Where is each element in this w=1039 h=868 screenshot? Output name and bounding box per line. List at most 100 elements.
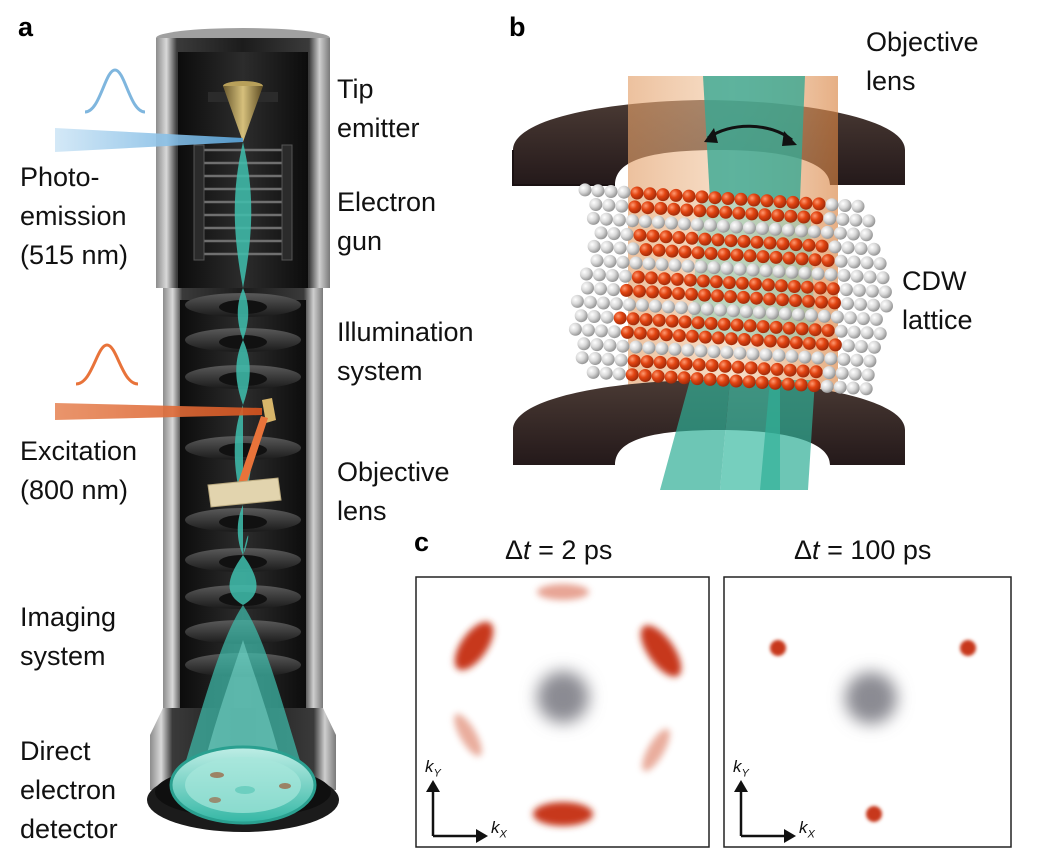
atom bbox=[638, 369, 652, 382]
atom bbox=[724, 332, 738, 346]
atom bbox=[639, 313, 653, 327]
atom bbox=[717, 247, 731, 261]
atom bbox=[672, 231, 686, 244]
atom bbox=[820, 379, 834, 393]
atom bbox=[568, 322, 582, 336]
atom bbox=[774, 279, 788, 293]
atom bbox=[575, 351, 589, 365]
atom bbox=[586, 211, 600, 225]
cdw-lattice-atoms bbox=[568, 183, 893, 396]
atom bbox=[733, 262, 747, 276]
atom bbox=[772, 349, 786, 362]
atom bbox=[739, 305, 753, 319]
atom bbox=[878, 285, 892, 299]
atom bbox=[776, 335, 790, 349]
atom bbox=[664, 216, 678, 230]
atom bbox=[828, 240, 842, 254]
atom bbox=[670, 272, 684, 286]
atom bbox=[711, 331, 725, 345]
atom bbox=[711, 289, 724, 303]
atom bbox=[768, 376, 782, 390]
atom bbox=[685, 287, 698, 301]
atom bbox=[856, 312, 870, 326]
atom bbox=[849, 213, 863, 227]
atom bbox=[828, 338, 842, 352]
atom bbox=[763, 292, 776, 306]
atom bbox=[656, 188, 670, 202]
atom bbox=[876, 271, 890, 285]
atom bbox=[622, 298, 636, 312]
atom bbox=[811, 267, 825, 281]
atom bbox=[815, 337, 829, 351]
atom bbox=[823, 212, 837, 226]
atom bbox=[769, 250, 783, 264]
atom bbox=[811, 351, 825, 365]
atom bbox=[603, 338, 617, 352]
atom bbox=[707, 345, 721, 359]
atom bbox=[627, 354, 641, 368]
axis-label-ky-1: kY bbox=[425, 757, 441, 780]
atom bbox=[646, 229, 660, 243]
atom bbox=[667, 202, 681, 216]
atom bbox=[820, 225, 834, 239]
atom bbox=[730, 248, 744, 262]
atom bbox=[848, 367, 862, 381]
atom bbox=[873, 257, 887, 271]
atom bbox=[640, 355, 654, 369]
atom bbox=[825, 198, 839, 212]
atom bbox=[668, 258, 682, 272]
atom bbox=[587, 239, 601, 253]
atom bbox=[745, 207, 759, 221]
atom bbox=[708, 191, 722, 205]
panel-label-b: b bbox=[509, 12, 526, 42]
panel-label-a: a bbox=[18, 12, 34, 42]
atom bbox=[729, 220, 743, 234]
atom bbox=[603, 254, 617, 268]
atom bbox=[694, 260, 708, 274]
atom bbox=[594, 324, 608, 338]
atom bbox=[791, 308, 805, 322]
atom bbox=[590, 338, 604, 352]
atom bbox=[720, 261, 734, 275]
atom bbox=[588, 352, 602, 365]
atom bbox=[631, 270, 645, 284]
atom bbox=[651, 369, 665, 383]
atom bbox=[789, 294, 802, 307]
atom bbox=[677, 217, 691, 231]
atom bbox=[763, 236, 777, 250]
atom bbox=[810, 211, 824, 225]
atom bbox=[628, 200, 642, 214]
atom bbox=[579, 267, 593, 281]
atom bbox=[674, 301, 688, 315]
atom bbox=[664, 370, 678, 384]
atom bbox=[707, 261, 721, 275]
atom bbox=[758, 208, 772, 222]
atom bbox=[633, 284, 646, 298]
atom bbox=[695, 190, 709, 204]
atom bbox=[711, 233, 725, 247]
atom bbox=[705, 359, 719, 372]
atom bbox=[799, 196, 813, 210]
atom bbox=[620, 325, 634, 339]
atom bbox=[807, 379, 821, 393]
atom bbox=[642, 257, 656, 271]
axis-label-ky-2: kY bbox=[733, 757, 749, 780]
atom bbox=[698, 330, 712, 344]
tip-emitter bbox=[208, 81, 278, 142]
label-photoemission: Photo-emission(515 nm) bbox=[20, 162, 129, 270]
atom bbox=[581, 281, 594, 295]
atom bbox=[644, 271, 658, 285]
atom bbox=[600, 310, 614, 324]
atom bbox=[666, 356, 680, 370]
atom bbox=[854, 297, 867, 311]
atom bbox=[635, 298, 649, 312]
atom bbox=[694, 344, 708, 358]
atom bbox=[633, 326, 647, 340]
atom bbox=[648, 299, 662, 313]
atom bbox=[841, 241, 855, 255]
atom bbox=[789, 238, 803, 252]
atom bbox=[808, 323, 822, 337]
